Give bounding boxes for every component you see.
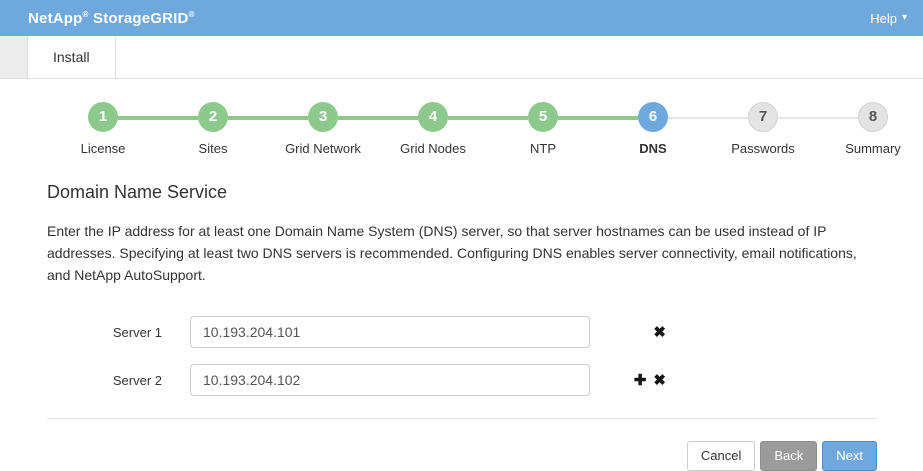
- step-sites: 2 Sites: [158, 102, 308, 156]
- server-row-2: Server 2 ✚ ✖: [47, 364, 877, 396]
- brand-storagegrid: StorageGRID: [93, 9, 189, 27]
- app-header: NetApp® StorageGRID® Help ▾: [0, 0, 923, 36]
- page-description: Enter the IP address for at least one Do…: [47, 223, 857, 283]
- step-grid-nodes: 4 Grid Nodes: [378, 102, 528, 156]
- step-license: 1 License: [48, 102, 198, 156]
- step-dns: 6 DNS: [598, 102, 748, 156]
- brand-netapp: NetApp: [28, 9, 83, 27]
- help-menu[interactable]: Help ▾: [870, 11, 907, 26]
- step-circle-8[interactable]: 8: [858, 102, 888, 132]
- step-circle-2[interactable]: 2: [198, 102, 228, 132]
- step-label-dns: DNS: [639, 141, 667, 156]
- caret-down-icon: ▾: [901, 12, 907, 23]
- add-server-icon[interactable]: ✚: [633, 371, 647, 389]
- step-circle-7[interactable]: 7: [748, 102, 778, 132]
- step-circle-4[interactable]: 4: [418, 102, 448, 132]
- step-label-ntp: NTP: [530, 141, 556, 156]
- back-button[interactable]: Back: [760, 441, 818, 471]
- page-title: Domain Name Service: [47, 182, 228, 202]
- remove-server-2-icon[interactable]: ✖: [653, 371, 666, 389]
- help-menu-label: Help: [870, 10, 897, 26]
- cancel-button[interactable]: Cancel: [686, 441, 756, 471]
- server-2-label: Server 2: [112, 372, 162, 388]
- server-2-input[interactable]: [190, 364, 590, 396]
- server-row-1: Server 1 ✚ ✖: [47, 316, 877, 348]
- step-label-passwords: Passwords: [731, 141, 795, 156]
- next-button[interactable]: Next: [822, 441, 877, 471]
- step-grid-network: 3 Grid Network: [268, 102, 418, 156]
- step-label-grid-nodes: Grid Nodes: [400, 141, 466, 156]
- install-step-wizard: 1 License 2 Sites 3 Grid Network 4 Grid …: [48, 102, 923, 156]
- step-circle-5[interactable]: 5: [528, 102, 558, 132]
- server-1-label: Server 1: [112, 324, 162, 340]
- registered-mark: ®: [82, 9, 89, 19]
- footer-actions: Cancel Back Next: [0, 441, 877, 471]
- remove-server-1-icon[interactable]: ✖: [653, 323, 666, 341]
- tab-install[interactable]: Install: [28, 36, 116, 78]
- footer-divider: [47, 418, 877, 419]
- step-label-sites: Sites: [198, 141, 228, 156]
- tab-bar: Install: [0, 36, 923, 79]
- server-1-input[interactable]: [190, 316, 590, 348]
- registered-mark: ®: [188, 9, 195, 19]
- step-passwords: 7 Passwords: [708, 102, 858, 156]
- step-circle-1[interactable]: 1: [88, 102, 118, 132]
- app-title: NetApp® StorageGRID®: [28, 10, 195, 27]
- server-1-actions: ✚ ✖: [618, 325, 666, 340]
- step-circle-6[interactable]: 6: [638, 102, 668, 132]
- step-label-license: License: [80, 141, 126, 156]
- step-summary: 8 Summary: [818, 102, 923, 156]
- step-label-summary: Summary: [845, 141, 901, 156]
- tab-bar-lead: [0, 36, 28, 78]
- step-ntp: 5 NTP: [488, 102, 638, 156]
- server-2-actions: ✚ ✖: [618, 373, 666, 388]
- step-circle-3[interactable]: 3: [308, 102, 338, 132]
- main-content: Domain Name Service Enter the IP address…: [47, 182, 877, 396]
- step-label-grid-network: Grid Network: [285, 141, 361, 156]
- tab-install-label: Install: [53, 49, 90, 65]
- dns-server-form: Server 1 ✚ ✖ Server 2 ✚ ✖: [47, 316, 877, 396]
